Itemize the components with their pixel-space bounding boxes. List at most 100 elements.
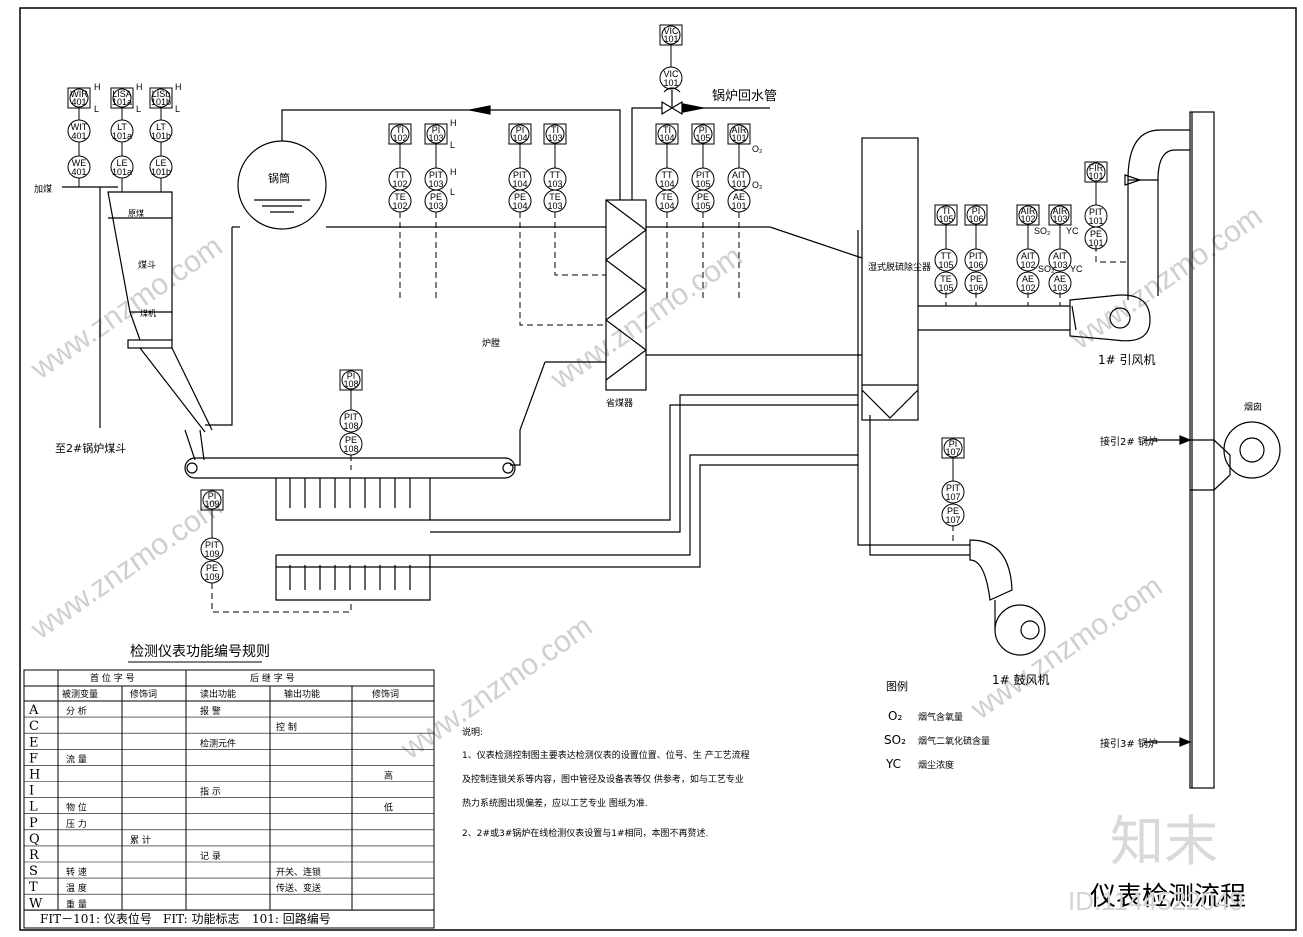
svg-text:105: 105 [938, 283, 953, 293]
svg-text:www.znzmo.com: www.znzmo.com [24, 230, 228, 387]
head-first: 首 位 字 号 [90, 672, 135, 684]
svg-text:L: L [175, 104, 180, 114]
image-id: ID:1144522049 [1068, 886, 1244, 916]
id-fan-label: 1# 引风机 [1098, 353, 1156, 367]
col-var: 被测变量 [62, 688, 98, 700]
svg-text:109: 109 [204, 572, 219, 582]
svg-text:101: 101 [731, 201, 746, 211]
svg-text:101: 101 [663, 78, 678, 88]
svg-text:104: 104 [512, 133, 527, 143]
svg-text:TT: TT [395, 170, 406, 180]
svg-text:101: 101 [731, 179, 746, 189]
instrument-pi105[interactable]: PI 105 PIT 105 PE 105 [691, 123, 715, 213]
svg-text:108: 108 [343, 379, 358, 389]
fd-fan-label: 1# 鼓风机 [992, 673, 1050, 687]
svg-text:103: 103 [1052, 283, 1067, 293]
economizer-label: 省煤器 [606, 397, 633, 409]
rule-cell-letter: F [29, 751, 38, 766]
svg-text:AE: AE [1054, 274, 1066, 284]
svg-text:L: L [450, 187, 455, 197]
instrument-lisb101b[interactable]: LISb 101b LT 101b LE 101b H L [149, 82, 182, 192]
rule-cell-letter: E [29, 735, 39, 750]
chain-grate [184, 457, 516, 479]
rule-cell-var: 压 力 [66, 818, 87, 830]
rule-cell-out: 控 制 [276, 721, 297, 733]
rule-cell-letter: P [29, 816, 38, 831]
fd-fan-duct [969, 539, 1013, 601]
rule-cell-var: 分 析 [66, 705, 87, 717]
id-fan [1069, 294, 1151, 342]
svg-text:PE: PE [430, 192, 442, 202]
svg-text:PI: PI [208, 491, 217, 501]
svg-text:108: 108 [343, 421, 358, 431]
svg-text:103: 103 [1052, 260, 1067, 270]
svg-text:AIR: AIR [1052, 206, 1068, 216]
hopper-mid-label: 煤机 [140, 308, 156, 318]
svg-text:103: 103 [547, 201, 562, 211]
svg-text:101a: 101a [112, 97, 132, 107]
svg-text:WIR: WIR [70, 89, 88, 99]
svg-text:PIT: PIT [513, 170, 528, 180]
svg-text:PE: PE [206, 563, 218, 573]
svg-text:YC: YC [1066, 226, 1079, 236]
rule-cell-letter: Q [29, 832, 40, 847]
svg-text:PI: PI [516, 125, 525, 135]
to-boiler2-label: 接引2# 锅炉 [1100, 435, 1158, 448]
to-boiler2-hopper-label: 至2#锅炉煤斗 [55, 442, 126, 455]
rule-table: 检测仪表功能编号规则 首 位 字 号 后 继 字 号 被测变量 修饰词 读出功能… [23, 644, 435, 929]
svg-text:VIC: VIC [663, 26, 679, 36]
svg-text:101: 101 [1088, 171, 1103, 181]
svg-text:AIR: AIR [731, 125, 747, 135]
svg-text:401: 401 [71, 131, 86, 141]
instrument-pi106[interactable]: PI 106 PIT 106 PE 106 [964, 204, 988, 295]
instrument-air102[interactable]: AIR 102 AIT 102 AE 102 SO₂ SO₂ [1016, 204, 1055, 295]
svg-text:101a: 101a [112, 167, 132, 177]
instrument-lisa101a[interactable]: LISA 101a LT 101a LE 101a H L [110, 82, 143, 192]
instrument-wir401[interactable]: WIR 401 WIT 401 WE 401 H L [67, 82, 101, 187]
instrument-air101[interactable]: AIR 101 AIT 101 AE 101 O₂ O₂ [727, 123, 763, 213]
svg-text:H: H [175, 82, 182, 92]
svg-text:H: H [136, 82, 143, 92]
instrument-ti104[interactable]: TI 104 TT 104 TE 104 [655, 123, 679, 213]
svg-text:106: 106 [968, 283, 983, 293]
svg-text:104: 104 [512, 179, 527, 189]
instrument-vic101[interactable]: VIC 101 VIC 101 [659, 24, 683, 90]
svg-text:L: L [450, 140, 455, 150]
svg-text:AE: AE [1022, 274, 1034, 284]
svg-text:PE: PE [345, 435, 357, 445]
instrument-pi107[interactable]: PI 107 PIT 107 PE 107 [941, 437, 965, 527]
rule-cell-letter: C [29, 719, 39, 734]
rule-cell-out: 传送、变送 [276, 882, 321, 894]
drawing-border [19, 7, 1297, 931]
svg-text:105: 105 [695, 133, 710, 143]
instrument-ti105[interactable]: TI 105 TT 105 TE 105 [934, 204, 958, 295]
svg-text:PIT: PIT [344, 412, 359, 422]
svg-text:104: 104 [659, 179, 674, 189]
economizer [605, 199, 647, 391]
svg-text:TI: TI [551, 125, 559, 135]
instrument-pi103[interactable]: PI 103 PIT 103 PE 103 H L H L [424, 118, 457, 213]
instrument-air103[interactable]: AIR 103 AIT 103 AE 103 YC YC [1048, 204, 1083, 295]
svg-text:101: 101 [1088, 238, 1103, 248]
svg-text:TI: TI [942, 206, 950, 216]
svg-text:PE: PE [514, 192, 526, 202]
rule-cell-var: 重 量 [66, 898, 87, 910]
instrument-ti102[interactable]: TI 102 TT 102 TE 102 [388, 123, 412, 213]
svg-text:PIT: PIT [1089, 207, 1104, 217]
svg-text:105: 105 [938, 214, 953, 224]
rule-cell-read: 检测元件 [200, 737, 236, 749]
svg-text:102: 102 [392, 133, 407, 143]
instrument-pi108[interactable]: PI 108 PIT 108 PE 108 [339, 369, 363, 456]
svg-text:H: H [94, 82, 101, 92]
instrument-pi109[interactable]: PI 109 PIT 109 PE 109 [200, 489, 224, 584]
instrument-ti103[interactable]: TI 103 TT 103 TE 103 [543, 123, 567, 213]
svg-text:PI: PI [972, 206, 981, 216]
svg-text:LE: LE [116, 158, 127, 168]
svg-text:107: 107 [945, 447, 960, 457]
instrument-fir101[interactable]: FIR 101 PIT 101 PE 101 [1084, 161, 1108, 250]
svg-text:www.znzmo.com: www.znzmo.com [964, 570, 1168, 727]
instrument-pi104[interactable]: PI 104 PIT 104 PE 104 [508, 123, 532, 213]
footer-a: FIT－101: 仪表位号 [40, 911, 152, 926]
svg-text:102: 102 [392, 201, 407, 211]
